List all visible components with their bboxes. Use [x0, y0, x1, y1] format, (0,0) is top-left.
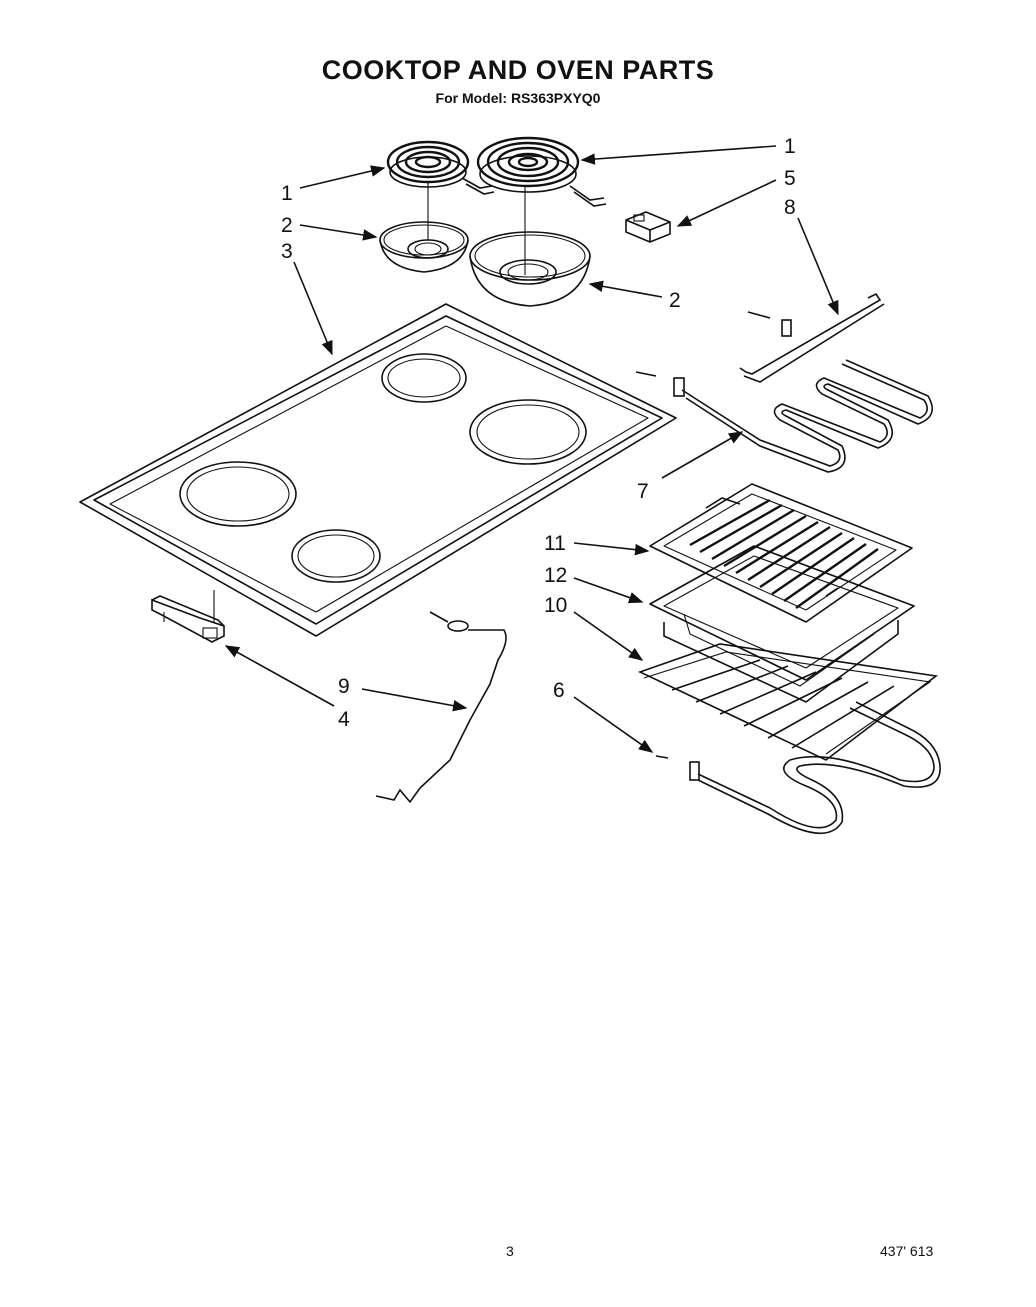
page-number: 3 [506, 1243, 514, 1259]
callout-4: 4 [338, 708, 350, 731]
broil-element [739, 292, 885, 383]
cooktop-hinge [151, 595, 225, 643]
callout-5: 5 [784, 167, 796, 190]
callout-3: 3 [281, 240, 293, 263]
callout-10: 10 [544, 594, 567, 617]
callout-2-left: 2 [281, 214, 293, 237]
bake-element [635, 359, 934, 473]
callout-12: 12 [544, 564, 567, 587]
broiler-grid [649, 483, 913, 623]
bake-bottom-element [655, 701, 941, 834]
callout-1-left: 1 [281, 182, 293, 205]
callout-9: 9 [338, 675, 350, 698]
document-number: 437' 613 [880, 1243, 934, 1259]
leader-lines [224, 145, 839, 753]
model-subtitle: For Model: RS363PXYQ0 [435, 90, 601, 106]
broiler-pan [649, 545, 915, 703]
callout-7: 7 [637, 480, 649, 503]
callout-1-right: 1 [784, 135, 796, 158]
oven-sensor [375, 611, 507, 804]
oven-rack [637, 643, 938, 761]
callout-numbers: 1 1 2 2 3 4 5 6 7 8 9 10 11 12 [281, 135, 796, 731]
callout-6: 6 [553, 679, 565, 702]
page-title: COOKTOP AND OVEN PARTS [321, 55, 715, 85]
drip-bowl-small [379, 221, 469, 273]
drip-bowl-large [469, 231, 591, 307]
surface-element-small [386, 140, 495, 240]
callout-11: 11 [544, 532, 566, 555]
callout-8: 8 [784, 196, 796, 219]
terminal-block [625, 211, 671, 243]
cooktop [79, 303, 677, 637]
surface-element-large [476, 136, 607, 275]
callout-2-right: 2 [669, 289, 681, 312]
